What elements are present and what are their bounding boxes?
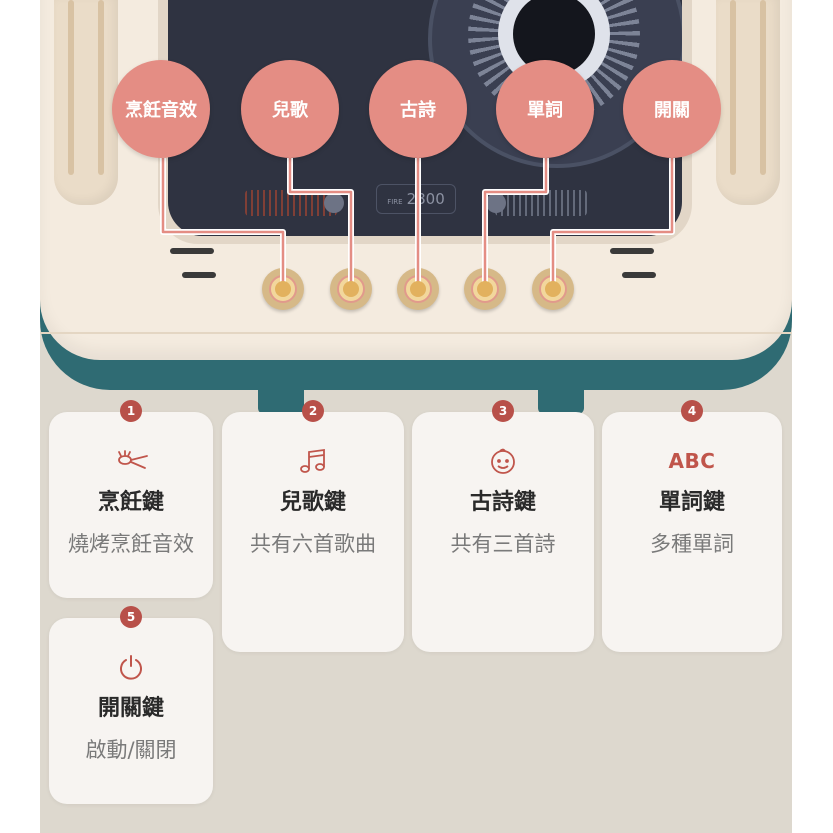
card-description: 共有三首詩 bbox=[450, 532, 556, 556]
cooking-button[interactable] bbox=[262, 268, 304, 310]
grill-icon bbox=[49, 448, 213, 474]
vent-slot bbox=[170, 248, 214, 254]
card-title: 烹飪鍵 bbox=[97, 490, 164, 515]
card-number-badge: 3 bbox=[492, 400, 514, 422]
callout-power: 開關 bbox=[623, 60, 721, 158]
device-foot bbox=[538, 386, 584, 414]
card-description: 燒烤烹飪音效 bbox=[68, 532, 194, 556]
right-knob bbox=[486, 193, 506, 213]
vent-slot bbox=[622, 272, 656, 278]
card-number-badge: 5 bbox=[120, 606, 142, 628]
callout-cooking: 烹飪音效 bbox=[112, 60, 210, 158]
right-handle bbox=[716, 0, 780, 205]
card-title: 開關鍵 bbox=[97, 696, 164, 721]
card-description: 啟動/關閉 bbox=[85, 738, 177, 762]
callout-songs: 兒歌 bbox=[241, 60, 339, 158]
feature-card-power: 5 開關鍵 啟動/關閉 bbox=[49, 606, 213, 804]
card-number-badge: 1 bbox=[120, 400, 142, 422]
right-heat-slider bbox=[495, 190, 587, 216]
abc-icon: ABC bbox=[668, 449, 716, 473]
song-button[interactable] bbox=[330, 268, 372, 310]
callout-words: 單詞 bbox=[496, 60, 594, 158]
card-title: 單詞鍵 bbox=[658, 490, 725, 515]
feature-card-words: 4 ABC 單詞鍵 多種單詞 bbox=[602, 400, 782, 652]
left-handle bbox=[54, 0, 118, 205]
card-title: 古詩鍵 bbox=[469, 490, 536, 515]
device-foot bbox=[258, 386, 304, 414]
panel-seam bbox=[40, 332, 792, 334]
display-unit: FIRE bbox=[387, 198, 403, 206]
card-description: 多種單詞 bbox=[650, 532, 734, 556]
feature-card-cooking: 1 烹飪鍵 燒烤烹飪音效 bbox=[49, 400, 213, 598]
poem-button[interactable] bbox=[397, 268, 439, 310]
music-note-icon bbox=[222, 448, 404, 474]
vent-slot bbox=[182, 272, 216, 278]
card-title: 兒歌鍵 bbox=[279, 490, 346, 515]
child-face-icon bbox=[412, 448, 594, 474]
card-description: 共有六首歌曲 bbox=[250, 532, 376, 556]
feature-card-songs: 2 兒歌鍵 共有六首歌曲 bbox=[222, 400, 404, 652]
left-knob bbox=[324, 193, 344, 213]
display-value: 2800 bbox=[406, 190, 445, 208]
callout-poems: 古詩 bbox=[369, 60, 467, 158]
power-icon bbox=[49, 654, 213, 680]
card-number-badge: 4 bbox=[681, 400, 703, 422]
card-number-badge: 2 bbox=[302, 400, 324, 422]
vent-slot bbox=[610, 248, 654, 254]
word-button[interactable] bbox=[464, 268, 506, 310]
power-button[interactable] bbox=[532, 268, 574, 310]
feature-card-poems: 3 古詩鍵 共有三首詩 bbox=[412, 400, 594, 652]
